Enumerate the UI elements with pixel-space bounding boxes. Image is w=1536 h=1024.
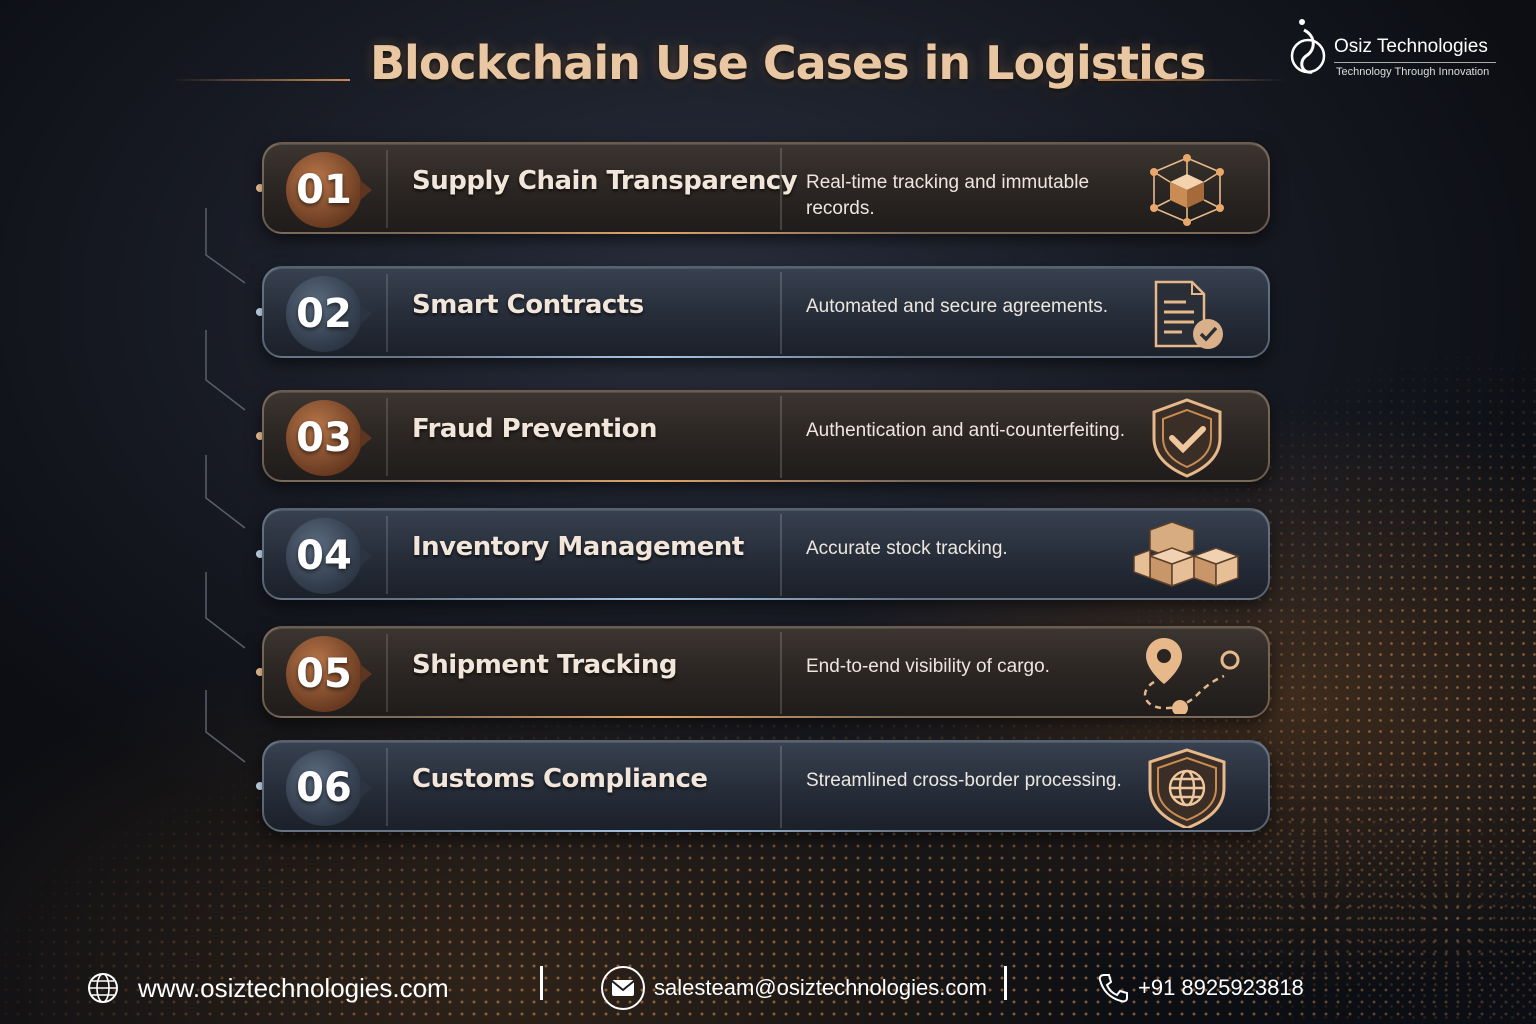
card-divider (780, 746, 782, 828)
brand-logo-block[interactable]: Osiz Technologies Technology Through Inn… (1286, 16, 1516, 86)
use-case-description: End-to-end visibility of cargo. (806, 656, 1050, 677)
number-badge: 05 (286, 636, 362, 712)
blockchain-cube-icon (1132, 150, 1242, 230)
contract-check-icon (1132, 274, 1242, 354)
connector-line (40, 668, 264, 676)
badge-pointer (360, 546, 372, 566)
use-case-title: Supply Chain Transparency (412, 166, 798, 196)
osiz-logo-icon (1290, 19, 1326, 74)
boxes-icon (1132, 516, 1242, 596)
card-divider (386, 398, 388, 476)
use-case-title: Shipment Tracking (412, 650, 677, 680)
mail-icon (601, 966, 645, 1010)
card-divider (780, 272, 782, 354)
card-divider (780, 632, 782, 714)
title-rule-right (1098, 79, 1288, 81)
phone-text: +91 8925923818 (1138, 975, 1304, 1000)
card-divider (386, 274, 388, 352)
connector-line (40, 782, 264, 790)
number-badge: 04 (286, 518, 362, 594)
card-divider (386, 150, 388, 228)
use-case-title: Fraud Prevention (412, 414, 657, 444)
title-rule-left (170, 79, 350, 81)
number-badge: 06 (286, 750, 362, 826)
card-divider (780, 514, 782, 596)
footer-divider (1004, 966, 1007, 1000)
use-case-title: Smart Contracts (412, 290, 644, 320)
use-case-card[interactable]: 05 Shipment Tracking End-to-end visibili… (262, 626, 1270, 718)
header: Blockchain Use Cases in Logistics (0, 36, 1536, 106)
connector-line (40, 308, 264, 316)
card-divider (386, 634, 388, 712)
connector-line (40, 550, 264, 558)
use-case-title: Inventory Management (412, 532, 744, 562)
brand-name: Osiz Technologies (1334, 36, 1488, 57)
globe-shield-icon (1132, 748, 1242, 830)
connector-line (40, 184, 264, 192)
use-case-card[interactable]: 01 Supply Chain Transparency Real-time t… (262, 142, 1270, 234)
card-divider (780, 148, 782, 230)
route-pin-icon (1132, 634, 1242, 716)
footer-website[interactable]: www.osiztechnologies.com (86, 958, 449, 1018)
use-case-card[interactable]: 02 Smart Contracts Automated and secure … (262, 266, 1270, 358)
use-case-card[interactable]: 03 Fraud Prevention Authentication and a… (262, 390, 1270, 482)
footer: www.osiztechnologies.com salesteam@osizt… (0, 958, 1536, 1018)
use-case-title: Customs Compliance (412, 764, 708, 794)
use-case-description: Accurate stock tracking. (806, 538, 1008, 559)
footer-phone[interactable]: +91 8925923818 (1096, 958, 1304, 1018)
badge-pointer (360, 664, 372, 684)
brand-tagline: Technology Through Innovation (1336, 66, 1490, 78)
brand-divider (1334, 62, 1496, 63)
badge-pointer (360, 180, 372, 200)
number-badge: 02 (286, 276, 362, 352)
connector-line (40, 432, 264, 440)
footer-email[interactable]: salesteam@osiztechnologies.com (600, 958, 987, 1018)
number-badge: 03 (286, 400, 362, 476)
email-text: salesteam@osiztechnologies.com (654, 975, 987, 1000)
badge-pointer (360, 304, 372, 324)
card-divider (780, 396, 782, 478)
use-case-description: Automated and secure agreements. (806, 296, 1109, 317)
website-text: www.osiztechnologies.com (138, 972, 449, 1003)
card-divider (386, 516, 388, 594)
use-case-card[interactable]: 04 Inventory Management Accurate stock t… (262, 508, 1270, 600)
footer-divider (540, 966, 543, 1000)
use-case-card[interactable]: 06 Customs Compliance Streamlined cross-… (262, 740, 1270, 832)
phone-icon (1098, 974, 1128, 1003)
use-case-description: Streamlined cross-border processing. (806, 770, 1122, 791)
shield-check-icon (1132, 398, 1242, 478)
globe-icon (88, 973, 118, 1003)
badge-pointer (360, 428, 372, 448)
use-case-description: Authentication and anti-counterfeiting. (806, 420, 1125, 441)
card-divider (386, 748, 388, 826)
badge-pointer (360, 778, 372, 798)
use-case-description: Real-time tracking and immutable records… (806, 172, 1090, 219)
page-title: Blockchain Use Cases in Logistics (370, 36, 1207, 90)
number-badge: 01 (286, 152, 362, 228)
